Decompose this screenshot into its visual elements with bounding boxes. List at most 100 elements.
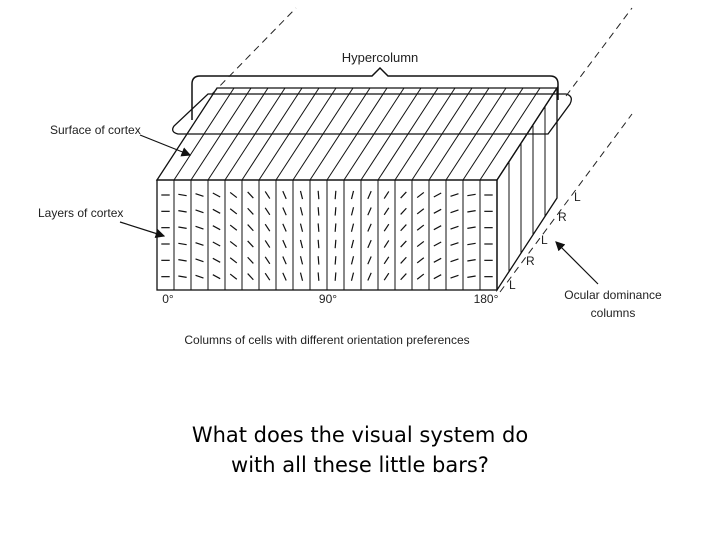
orientation-bar bbox=[400, 240, 407, 248]
question-caption: What does the visual system do with all … bbox=[0, 420, 720, 480]
orientation-bar bbox=[450, 225, 459, 230]
eye-label-l-back: L bbox=[574, 190, 581, 204]
orientation-bar bbox=[317, 256, 320, 265]
orientation-bar bbox=[467, 226, 476, 229]
ocular-dominance-label: Ocular dominance bbox=[564, 288, 662, 302]
orientation-bar bbox=[299, 256, 304, 265]
orientation-bar bbox=[317, 190, 320, 200]
orientation-bar bbox=[212, 274, 221, 280]
orientation-bar bbox=[195, 193, 204, 197]
orientation-bar bbox=[299, 272, 304, 281]
orientation-bar bbox=[195, 274, 204, 279]
orientation-bar bbox=[450, 258, 459, 263]
orientation-bar bbox=[334, 239, 337, 249]
orientation-bar bbox=[467, 193, 476, 197]
orientation-bar bbox=[334, 256, 337, 265]
orientation-bar bbox=[350, 223, 355, 232]
orientation-bar bbox=[178, 242, 187, 246]
orientation-bar bbox=[400, 256, 407, 264]
orientation-bar bbox=[247, 191, 254, 199]
layers-of-cortex-label: Layers of cortex bbox=[38, 206, 123, 220]
orientation-bar bbox=[212, 241, 221, 247]
orientation-bar bbox=[400, 273, 407, 281]
cortex-layers-face bbox=[156, 179, 498, 291]
orientation-bar bbox=[383, 223, 390, 232]
orientation-bar bbox=[317, 239, 320, 249]
orientation-bar bbox=[450, 193, 459, 197]
eye-label-l-middle: L bbox=[541, 233, 548, 247]
orientation-bar bbox=[367, 223, 372, 232]
orientation-bar bbox=[229, 191, 238, 199]
orientation-bar bbox=[299, 223, 304, 232]
orientation-bar bbox=[400, 207, 407, 215]
orientation-bar bbox=[299, 239, 304, 249]
orientation-bar bbox=[195, 242, 204, 246]
orientation-bar bbox=[350, 256, 355, 265]
angle-label-90: 90° bbox=[319, 292, 337, 306]
surface-plate-outline bbox=[172, 93, 572, 135]
ocular-dominance-side-face bbox=[496, 85, 558, 293]
orientation-bar bbox=[212, 208, 221, 214]
orientation-bar bbox=[400, 191, 407, 199]
orientation-bar bbox=[229, 273, 238, 280]
orientation-bar bbox=[350, 190, 355, 200]
orientation-bar bbox=[467, 210, 476, 213]
orientation-bar bbox=[282, 190, 287, 200]
orientation-bar bbox=[282, 239, 287, 249]
orientation-bar bbox=[383, 191, 390, 199]
surface-of-cortex-label: Surface of cortex bbox=[50, 123, 141, 137]
cortex-surface-face bbox=[155, 87, 572, 181]
orientation-bar bbox=[367, 207, 372, 216]
orientation-bar bbox=[195, 209, 204, 214]
orientation-bar bbox=[282, 207, 287, 216]
orientation-bar bbox=[383, 240, 390, 248]
ocular-arrow bbox=[555, 241, 599, 285]
orientation-bar bbox=[247, 273, 254, 281]
angle-label-180: 180° bbox=[474, 292, 499, 306]
orientation-bar bbox=[416, 208, 425, 215]
dashed-guide-left bbox=[211, 7, 297, 95]
orientation-bar bbox=[195, 258, 204, 263]
orientation-bar bbox=[383, 256, 390, 265]
hypercolumn-bracket bbox=[191, 66, 559, 120]
angle-label-0: 0° bbox=[162, 292, 174, 306]
orientation-bar bbox=[334, 223, 337, 232]
orientation-bar bbox=[400, 224, 407, 232]
orientation-bar bbox=[450, 209, 459, 214]
orientation-bar bbox=[317, 223, 320, 232]
orientation-bar bbox=[467, 275, 476, 278]
hypercolumn-label: Hypercolumn bbox=[342, 50, 419, 65]
orientation-bar bbox=[350, 239, 355, 249]
ocular-dominance-label-columns: columns bbox=[591, 306, 636, 320]
orientation-bar bbox=[416, 257, 425, 264]
orientation-bar bbox=[229, 257, 238, 264]
surface-arrow bbox=[139, 134, 192, 157]
eye-label-r-2: R bbox=[558, 210, 567, 224]
orientation-bar bbox=[450, 274, 459, 279]
orientation-bar bbox=[317, 272, 320, 281]
orientation-bar bbox=[178, 275, 187, 278]
orientation-bar bbox=[195, 225, 204, 230]
orientation-bar bbox=[317, 207, 320, 216]
orientation-bar bbox=[264, 207, 271, 216]
orientation-bar bbox=[178, 226, 187, 229]
orientation-bar bbox=[467, 259, 476, 262]
orientation-bar bbox=[416, 224, 425, 231]
orientation-bar bbox=[212, 257, 221, 263]
orientation-columns-caption: Columns of cells with different orientat… bbox=[184, 333, 469, 347]
orientation-bar bbox=[467, 242, 476, 246]
orientation-bar bbox=[334, 207, 337, 216]
dashed-guide-front bbox=[499, 113, 633, 293]
orientation-bar bbox=[178, 193, 187, 197]
orientation-bar bbox=[433, 274, 442, 280]
orientation-bar bbox=[264, 223, 271, 232]
orientation-bar bbox=[264, 272, 271, 281]
orientation-bar bbox=[282, 223, 287, 232]
orientation-bar bbox=[334, 272, 337, 281]
orientation-bar bbox=[367, 272, 372, 281]
orientation-bar bbox=[282, 256, 287, 265]
dashed-guide-right bbox=[565, 7, 633, 97]
orientation-bar bbox=[433, 208, 442, 214]
orientation-bar bbox=[416, 191, 425, 199]
